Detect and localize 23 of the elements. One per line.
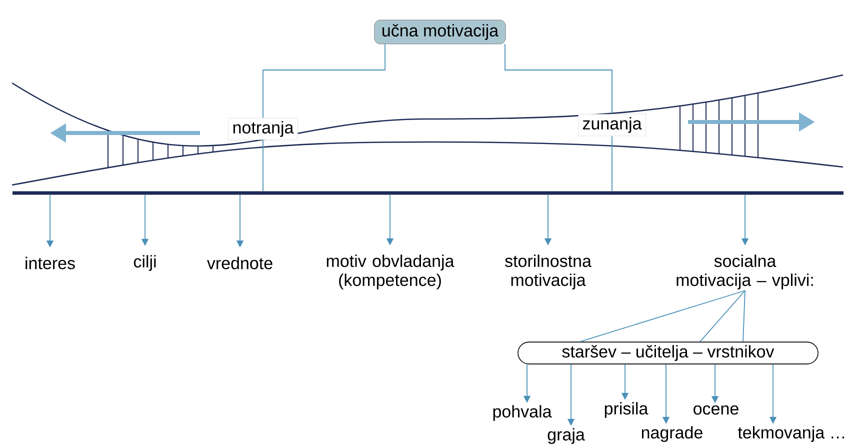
baseline-bar [12,191,844,195]
connector-line [700,290,746,342]
term-label: motiv obvladanja (kompetence) [326,254,454,290]
term-label: interes [26,256,75,270]
term-label: pohvala [493,405,552,421]
connector-line [742,290,746,342]
term-label: ocene [694,405,738,415]
term-label: graja [548,428,585,444]
connector-line [262,140,264,192]
label-box: notranja [228,118,298,140]
label-box: zunanja [578,114,646,136]
term-label: storilnostna motivacija [505,254,592,290]
term-label: socialna motivacija – vplivi: [676,254,813,290]
title-box: učna motivacija [374,20,506,44]
rounded-box: staršev – učitelja – vrstnikov [518,342,818,364]
connector-line [504,44,612,114]
term-label: cilji [134,255,156,271]
term-label: tekmovanja … [738,426,844,442]
connector-line [262,44,386,118]
term-label: prisila [604,402,648,418]
term-label: nagrade [642,426,702,442]
connector-line [580,290,746,342]
term-label: vrednote [207,256,272,270]
